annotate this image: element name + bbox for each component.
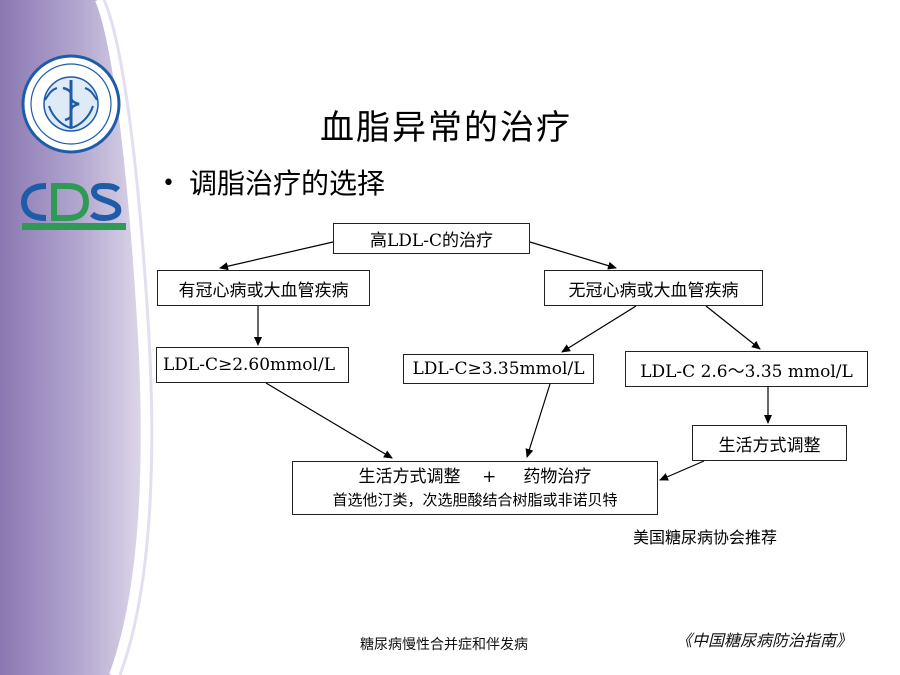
flow-lifestyle-box: 生活方式调整 [692, 425, 847, 461]
arrow-left-level-to-combined [265, 382, 393, 459]
ministry-of-health-logo [21, 54, 121, 154]
arrow-right-branch-to-right-level [705, 305, 761, 350]
flow-combined-box: 生活方式调整 + 药物治疗 首选他汀类，次选胆酸结合树脂或非诺贝特 [292, 461, 658, 515]
bullet-dot-icon: • [162, 171, 175, 196]
flow-branch-left-box: 有冠心病或大血管疾病 [157, 270, 370, 306]
bullet-item: • 调脂治疗的选择 [162, 162, 385, 202]
arrow-right-branch-to-mid-level [561, 305, 637, 353]
flow-branch-right-box: 无冠心病或大血管疾病 [544, 270, 763, 306]
cds-logo [20, 182, 126, 230]
combined-line-2: 首选他汀类，次选胆酸结合树脂或非诺贝特 [332, 491, 618, 509]
arrow-mid-level-to-combined [525, 383, 551, 458]
recommendation-note: 美国糖尿病协会推荐 [633, 528, 778, 547]
arrow-root-to-left [219, 241, 334, 271]
flow-right-level-box: LDL-C 2.6～3.35 mmol/L [625, 351, 868, 387]
arrow-root-to-right [529, 241, 617, 270]
combined-line-1: 生活方式调整 + 药物治疗 [358, 467, 592, 487]
flow-left-level-box: LDL-C≥2.60mmol/L [156, 347, 349, 383]
bullet-text: 调脂治疗的选择 [188, 167, 385, 200]
arrow-lifestyle-to-combined [659, 460, 705, 481]
flow-root-box: 高LDL-C的治疗 [333, 223, 530, 254]
flow-mid-level-box: LDL-C≥3.35mmol/L [403, 354, 594, 384]
source-reference: 《中国糖尿病防治指南》 [676, 631, 853, 650]
slide-footer: 糖尿病慢性合并症和伴发病 [360, 637, 528, 653]
slide-title: 血脂异常的治疗 [320, 108, 572, 148]
